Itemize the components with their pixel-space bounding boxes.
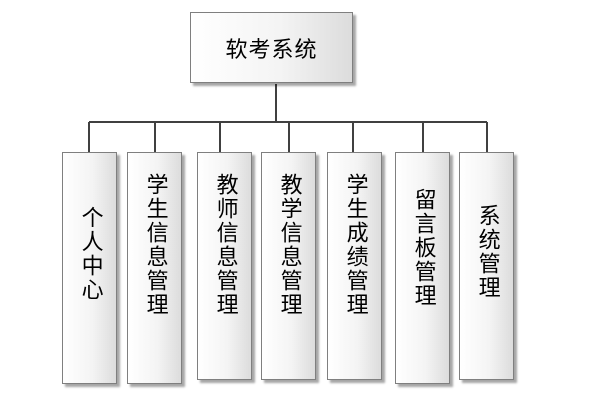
module-box-student-grades: 学生成绩管理 xyxy=(327,152,382,380)
module-box-teacher-info: 教师信息管理 xyxy=(197,152,252,380)
root-node-label: 软考系统 xyxy=(225,37,318,63)
module-label: 学生成绩管理 xyxy=(342,173,368,317)
module-label: 教学信息管理 xyxy=(276,173,302,317)
module-box-personal-center: 个人中心 xyxy=(62,152,117,384)
module-label: 学生信息管理 xyxy=(142,173,168,317)
module-label: 教师信息管理 xyxy=(212,173,238,317)
module-label: 系统管理 xyxy=(474,204,500,300)
module-box-system-management: 系统管理 xyxy=(459,152,514,380)
module-box-message-board: 留言板管理 xyxy=(395,152,450,384)
module-label: 留言板管理 xyxy=(410,188,436,308)
module-box-student-info: 学生信息管理 xyxy=(127,152,182,384)
module-label: 个人中心 xyxy=(77,206,103,302)
root-node-box: 软考系统 xyxy=(190,12,353,83)
module-box-teaching-info: 教学信息管理 xyxy=(261,152,316,380)
